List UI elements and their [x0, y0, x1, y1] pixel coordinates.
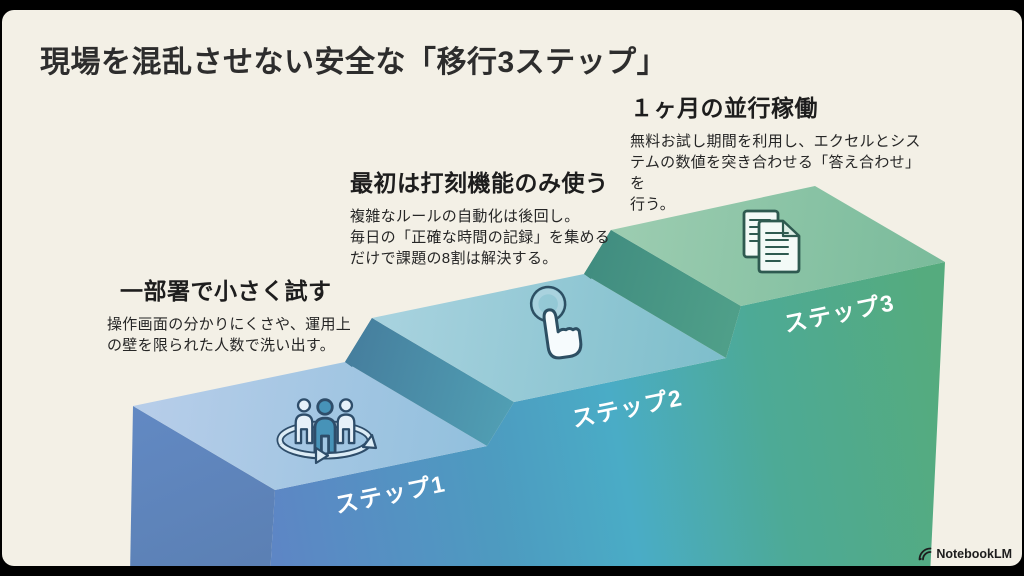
- documents-icon: [742, 209, 801, 274]
- slide: ステップ1 ステップ2 ステップ3: [2, 10, 1022, 566]
- step3-riser-face: [584, 230, 741, 358]
- step2-riser-face: [345, 318, 514, 446]
- step1-annotation: 一部署で小さく試す 操作画面の分かりにくさや、運用上 の壁を限られた人数で洗い出…: [107, 272, 377, 356]
- step2-annotation: 最初は打刻機能のみ使う 複雑なルールの自動化は後回し。 毎日の「正確な時間の記録…: [350, 164, 620, 269]
- step1-heading: 一部署で小さく試す: [120, 278, 332, 304]
- slide-title: 現場を混乱させない安全な「移行3ステップ」: [40, 46, 668, 79]
- watermark-text: NotebookLM: [936, 547, 1012, 561]
- staircase-diagram: ステップ1 ステップ2 ステップ3: [130, 186, 945, 566]
- notebooklm-logo-icon: [918, 547, 932, 561]
- step1-left-face: [130, 406, 275, 566]
- watermark: NotebookLM: [918, 544, 1012, 564]
- step3-heading: １ヶ月の並行稼働: [630, 95, 818, 121]
- tap-icon: [529, 285, 583, 360]
- people-rotation-icon: [276, 398, 378, 465]
- staircase-front-face: [270, 262, 945, 566]
- step2-body: 複雑なルールの自動化は後回し。 毎日の「正確な時間の記録」を集める だけで課題の…: [350, 208, 611, 267]
- step2-heading: 最初は打刻機能のみ使う: [350, 170, 609, 196]
- step3-annotation: １ヶ月の並行稼働 無料お試し期間を利用し、エクセルとシス テムの数値を突き合わせ…: [630, 89, 930, 215]
- step3-body: 無料お試し期間を利用し、エクセルとシス テムの数値を突き合わせる「答え合わせ」を…: [630, 133, 921, 213]
- step1-body: 操作画面の分かりにくさや、運用上 の壁を限られた人数で洗い出す。: [107, 316, 352, 354]
